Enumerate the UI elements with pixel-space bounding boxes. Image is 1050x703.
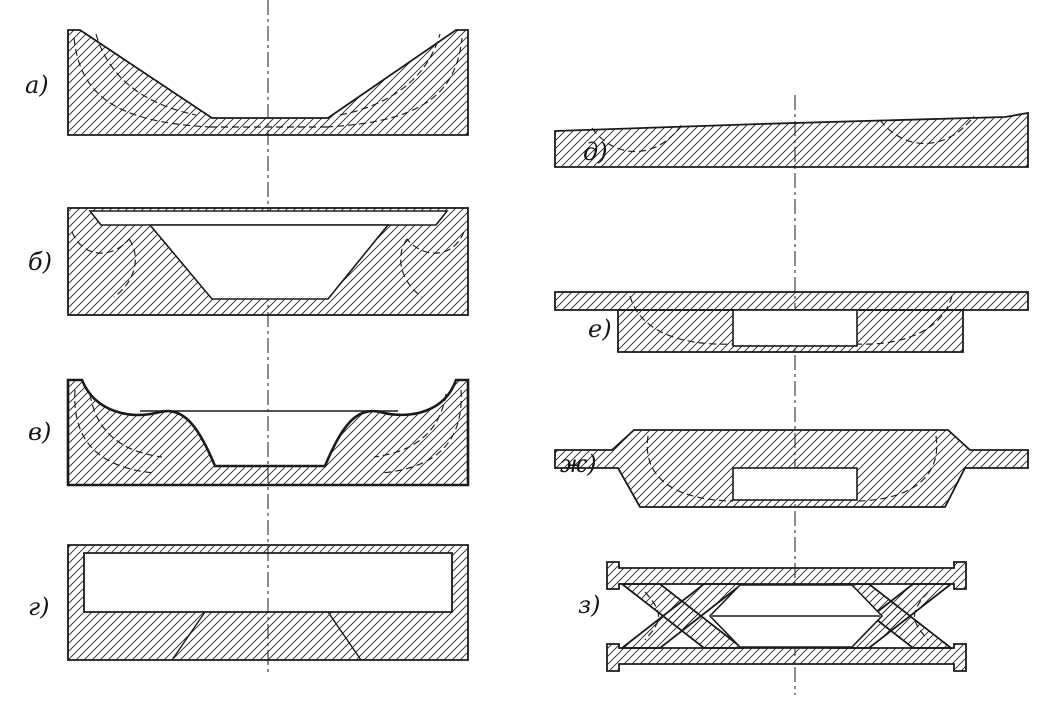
flat-blank-body <box>554 111 1029 168</box>
top-rim <box>606 561 967 590</box>
die-container-body <box>67 544 469 661</box>
die-body <box>67 29 469 136</box>
figure-v-section: в) <box>28 378 470 487</box>
figure-z-label: з) <box>578 591 600 619</box>
figure-d-section: д) <box>554 111 1029 168</box>
figure-a-label: а) <box>25 71 49 99</box>
figure-a-section: а) <box>25 29 469 136</box>
insert-joint-line <box>171 611 206 661</box>
fiber-flow-line <box>373 393 447 458</box>
fiber-flow-line <box>339 33 441 116</box>
fiber-flow-line <box>913 591 929 641</box>
bottom-rim <box>606 643 967 672</box>
flash-slot <box>88 210 449 226</box>
figure-b-section: б) <box>28 207 469 316</box>
figure-g-label: г) <box>28 593 50 621</box>
fiber-flow-line <box>406 231 465 254</box>
fiber-flow-line <box>591 123 683 153</box>
fiber-flow-line <box>325 37 463 128</box>
cavity-window <box>732 467 858 501</box>
fiber-flow-line <box>646 435 734 502</box>
fiber-flow-line <box>74 389 156 474</box>
figure-e-label: е) <box>588 315 612 343</box>
fiber-flow-line <box>71 231 130 254</box>
fiber-flow-line <box>856 435 938 502</box>
figure-b-label: б) <box>28 248 52 276</box>
figure-e-section: е) <box>554 291 1029 353</box>
fiber-flow-line <box>73 37 211 128</box>
fiber-flow-line <box>629 295 734 345</box>
cavity <box>148 224 390 300</box>
figure-zh-label: ж) <box>560 450 597 478</box>
fiber-flow-line <box>879 115 975 145</box>
cavity-window <box>732 309 858 347</box>
figure-d-label: д) <box>583 138 608 166</box>
figure-g-section: г) <box>28 544 469 661</box>
figure-zh-section: ж) <box>554 429 1029 508</box>
fiber-flow-line <box>380 389 462 474</box>
fiber-flow-line <box>95 33 197 116</box>
insert-joint-line <box>327 611 362 661</box>
fiber-flow-line <box>400 238 423 298</box>
figure-v-label: в) <box>28 418 51 446</box>
fiber-flow-line <box>644 591 660 641</box>
fiber-flow-line <box>856 295 953 345</box>
figure-z-section: з) <box>578 561 967 672</box>
die-body <box>66 378 470 487</box>
fiber-flow-line <box>89 393 163 458</box>
flange-plate <box>554 291 1029 311</box>
fiber-flow-line <box>113 238 136 298</box>
